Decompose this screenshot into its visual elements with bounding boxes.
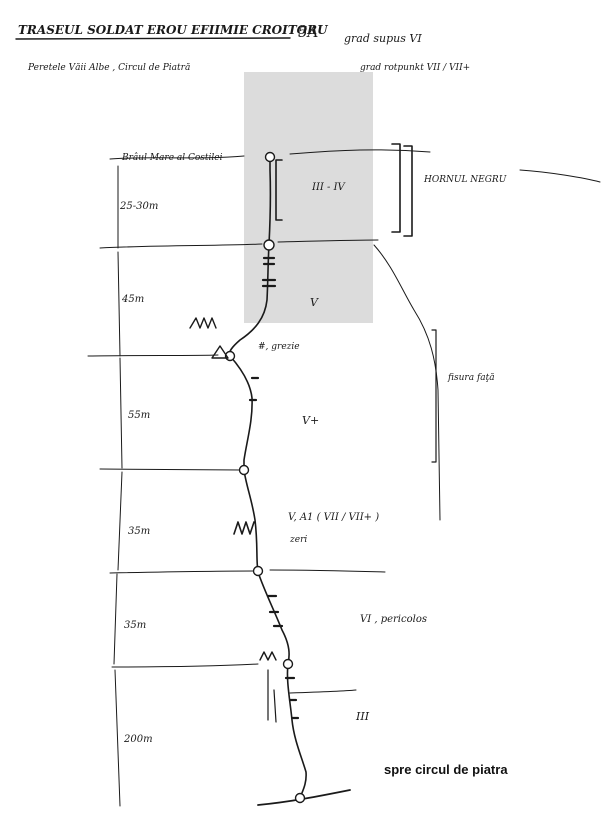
grass-tuft: [233, 521, 255, 535]
length-dimension-line: [113, 165, 123, 807]
bolt-marks: [248, 256, 300, 720]
ledge-line-1: [99, 239, 379, 249]
belay-station: [264, 151, 276, 163]
ledge-line-5: [111, 663, 259, 668]
crack-bracket: [431, 329, 437, 463]
grade-proposed: grad supus VI: [344, 32, 422, 45]
pitch-note: #, grezie: [258, 342, 300, 352]
pitch-grade: III - IV: [311, 182, 347, 193]
pitch-grade: V+: [302, 414, 319, 427]
top-ledge-label: Brâul Mare al Costilei: [121, 152, 223, 163]
pitch-length: 25-30m: [119, 201, 158, 212]
shaded-wall-zone: [244, 72, 373, 323]
small-roof: [267, 669, 277, 723]
grade-free-climb: grad rotpunkt VII / VII+: [360, 63, 470, 73]
title-underline: [15, 37, 291, 40]
chimney-bracket: [391, 143, 413, 237]
pitch-length: 35m: [128, 526, 150, 537]
location-label: Peretele Văii Albe , Circul de Piatră: [27, 62, 190, 73]
difficulty-class: 5A: [298, 23, 319, 41]
belay-station: [252, 565, 264, 577]
route-title: TRASEUL SOLDAT EROU EFIIMIE CROITORU: [18, 23, 329, 37]
ledge-line-4: [109, 569, 386, 574]
ledge-line-3: [99, 468, 243, 471]
belay-station: [294, 792, 306, 804]
crack-label: fisura faţă: [447, 372, 495, 383]
bottom-direction-label: spre circul de piatra: [384, 762, 508, 777]
wall-edge-right: [373, 244, 441, 521]
grass-tuft: [189, 317, 217, 329]
ledge-line-top: [109, 149, 601, 183]
pitch-grade: VI , pericolos: [360, 614, 427, 625]
belay-station: [263, 239, 275, 251]
pitch-length: 35m: [124, 620, 146, 631]
belay-station: [282, 658, 294, 670]
grass-tuft: [259, 651, 277, 661]
chimney-bracket: [275, 159, 283, 221]
belay-station: [238, 464, 250, 476]
ledge-line-6: [289, 689, 357, 694]
pitch-grade: V: [310, 296, 319, 309]
pitch-note: zeri: [289, 535, 307, 545]
pitch-length: 45m: [121, 294, 144, 305]
small-roof: [211, 345, 229, 359]
pitch-length: 55m: [128, 410, 150, 421]
ledge-line-2: [87, 354, 219, 357]
pitch-length: 200m: [123, 734, 153, 745]
pitch-grade: V, A1 ( VII / VII+ ): [288, 512, 379, 523]
route-line: [228, 157, 307, 799]
pitch-grade: III: [355, 710, 370, 723]
chimney-label: HORNUL NEGRU: [423, 175, 507, 185]
